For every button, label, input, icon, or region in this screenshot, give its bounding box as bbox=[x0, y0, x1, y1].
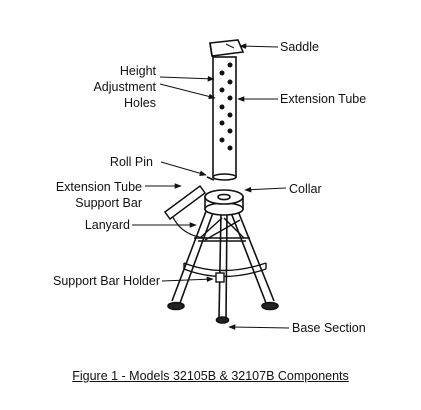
roll-pin bbox=[206, 176, 215, 181]
label-extension-tube-support: Extension Tube bbox=[55, 180, 142, 194]
label-roll-pin: Roll Pin bbox=[109, 155, 153, 169]
saddle bbox=[209, 39, 245, 57]
leader-lines bbox=[132, 43, 290, 330]
label-lanyard: Lanyard bbox=[84, 218, 130, 232]
figure-caption: Figure 1 - Models 32105B & 32107B Compon… bbox=[72, 369, 349, 383]
label-base-section: Base Section bbox=[292, 321, 366, 335]
height-adjustment-holes bbox=[219, 62, 233, 151]
label-holes: Holes bbox=[124, 96, 156, 110]
support-bar-holder bbox=[183, 262, 267, 283]
label-adjustment: Adjustment bbox=[93, 80, 156, 94]
label-support-bar: Support Bar bbox=[75, 196, 142, 210]
label-height: Height bbox=[119, 64, 156, 78]
collar bbox=[204, 189, 244, 216]
extension-tube bbox=[212, 56, 237, 181]
label-support-bar-holder: Support Bar Holder bbox=[52, 274, 160, 288]
label-saddle: Saddle bbox=[280, 40, 319, 54]
extension-tube-support-bar bbox=[163, 184, 207, 221]
upper-braces bbox=[194, 217, 250, 242]
label-collar: Collar bbox=[289, 182, 322, 196]
label-extension-tube: Extension Tube bbox=[280, 92, 367, 106]
